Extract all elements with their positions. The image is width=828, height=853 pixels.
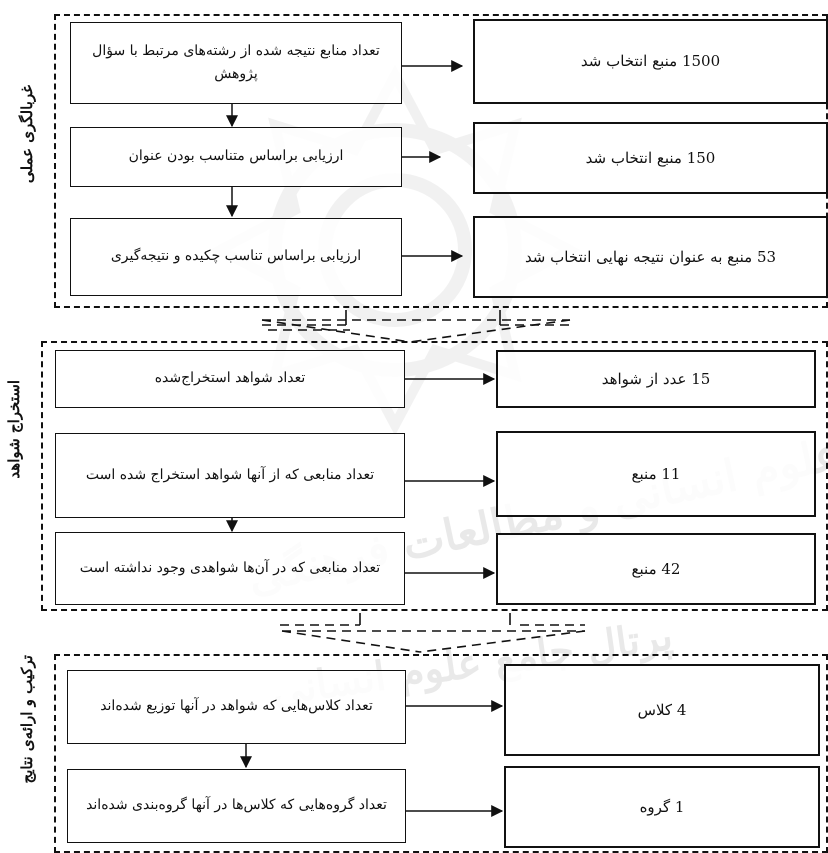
synthesis-step-1: تعداد کلاس‌هایی که شواهد در آنها توزیع ش…: [67, 670, 406, 744]
funnel-2: [280, 613, 586, 653]
extraction-result-3: 42 منبع: [496, 533, 816, 605]
synthesis-step-2: تعداد گروه‌هایی که کلاس‌ها در آنها گروه‌…: [67, 769, 406, 843]
screening-step-1: تعداد منابع نتیجه شده از رشته‌های مرتبط …: [70, 22, 402, 104]
screening-result-3: 53 منبع به عنوان نتیجه نهایی انتخاب شد: [473, 216, 828, 298]
funnel-1: [261, 310, 571, 343]
screening-step-2: ارزیابی براساس متناسب بودن عنوان: [70, 127, 402, 187]
extraction-step-1: تعداد شواهد استخراج‌شده: [55, 350, 405, 408]
synthesis-section: [54, 654, 828, 853]
screening-step-3: ارزیابی براساس تناسب چکیده و نتیجه‌گیری: [70, 218, 402, 296]
extraction-step-2: تعداد منابعی که از آنها شواهد استخراج شد…: [55, 433, 405, 518]
screening-result-1: 1500 منبع انتخاب شد: [473, 19, 828, 104]
extraction-result-1: 15 عدد از شواهد: [496, 350, 816, 408]
extraction-result-2: 11 منبع: [496, 431, 816, 517]
extraction-section: [41, 341, 828, 611]
screening-result-2: 150 منبع انتخاب شد: [473, 122, 828, 194]
synthesis-result-2: 1 گروه: [504, 766, 820, 848]
extraction-step-3: تعداد منابعی که در آن‌ها شواهدی وجود ندا…: [55, 532, 405, 605]
synthesis-result-1: 4 کلاس: [504, 664, 820, 756]
